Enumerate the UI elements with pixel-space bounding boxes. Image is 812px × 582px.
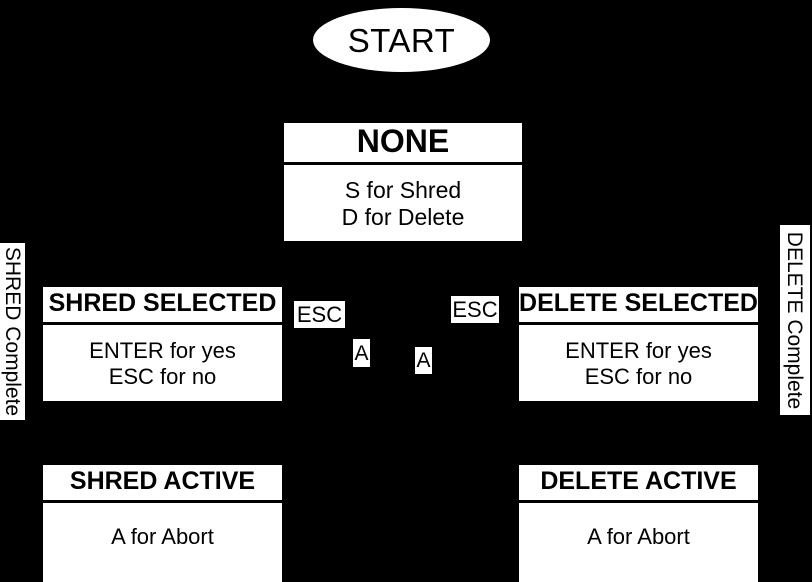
start-node[interactable]: START [313,8,490,72]
edge-label-shred-complete: SHRED Complete [0,243,25,420]
state-node-shred-selected[interactable]: SHRED SELECTED ENTER for yes ESC for no [43,287,282,401]
edge-label-shred-complete-text: SHRED Complete [1,246,25,417]
state-node-shred-selected-line-2: ESC for no [108,364,217,389]
state-node-delete-selected-body: ENTER for yes ESC for no [519,325,758,401]
state-node-delete-active-title: DELETE ACTIVE [519,465,758,503]
state-node-shred-selected-line-1: ENTER for yes [89,338,236,364]
state-node-shred-selected-body: ENTER for yes ESC for no [43,325,282,401]
state-node-delete-selected-title: DELETE SELECTED [519,287,758,325]
edge-label-esc-right: ESC [451,296,499,323]
state-node-delete-selected-line-1: ENTER for yes [565,338,712,364]
state-node-delete-active-body: A for Abort [519,503,758,582]
edge-label-delete-complete-text: DELETE Complete [783,231,807,409]
edge-label-esc-left: ESC [294,301,345,328]
state-node-none-line-2: D for Delete [341,204,465,230]
start-node-label: START [347,21,456,59]
edge-label-abort-right: A [415,347,432,374]
state-node-delete-selected[interactable]: DELETE SELECTED ENTER for yes ESC for no [519,287,758,401]
state-node-delete-selected-line-2: ESC for no [584,364,693,389]
state-node-shred-active-body: A for Abort [43,503,282,582]
state-node-none[interactable]: NONE S for Shred D for Delete [284,123,522,241]
state-node-none-title: NONE [284,123,522,165]
state-node-delete-active[interactable]: DELETE ACTIVE A for Abort [519,465,758,582]
edge-label-abort-left: A [353,339,370,367]
edge-label-delete-complete: DELETE Complete [780,225,810,415]
state-node-shred-selected-title: SHRED SELECTED [43,287,282,325]
state-node-delete-active-line-1: A for Abort [587,523,690,549]
state-node-shred-active-line-1: A for Abort [111,523,214,549]
state-node-shred-active-title: SHRED ACTIVE [43,465,282,503]
state-node-none-line-1: S for Shred [344,176,462,203]
state-node-none-body: S for Shred D for Delete [284,165,522,241]
state-node-shred-active[interactable]: SHRED ACTIVE A for Abort [43,465,282,582]
